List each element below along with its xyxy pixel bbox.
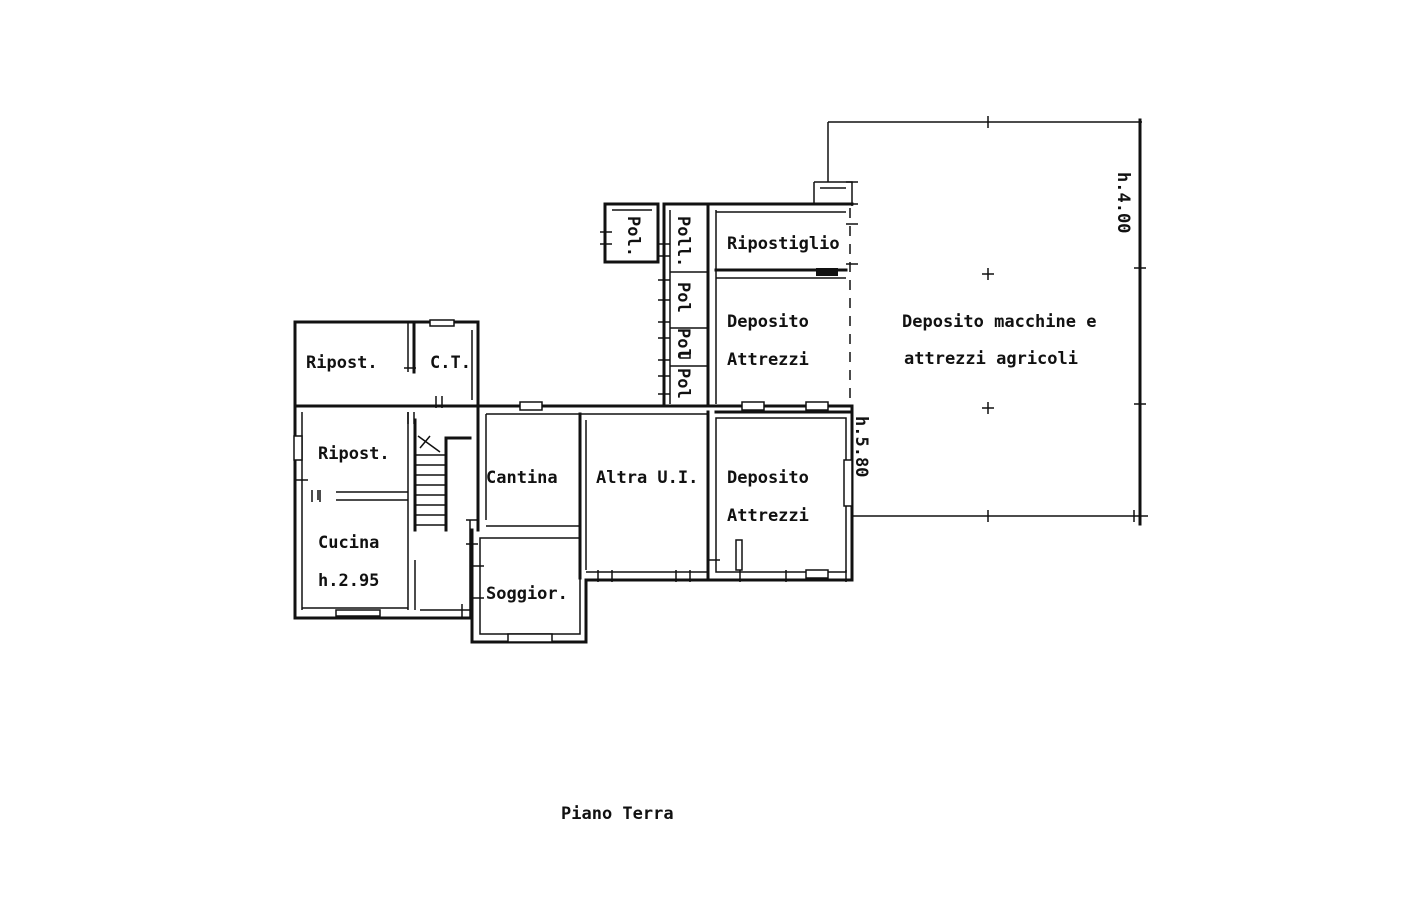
label-cucina-height: h.2.95 [318, 571, 379, 591]
central-walls [470, 404, 854, 644]
label-pol-1: Pol [673, 282, 693, 313]
label-ct: C.T. [430, 353, 471, 373]
label-ripostiglio: Ripostiglio [727, 234, 840, 254]
label-pol-small: Pol. [623, 216, 643, 257]
label-cucina: Cucina [318, 533, 379, 553]
room-labels: Ripost. C.T. Ripost. Cucina h.2.95 Canti… [306, 172, 1133, 604]
label-height-580: h.5.80 [851, 416, 871, 477]
label-deposito-2-line2: Attrezzi [727, 506, 809, 526]
label-pol-3: Pol [673, 368, 693, 399]
label-pol-2: Pol [673, 328, 693, 359]
machinery-shed-walls [813, 118, 1148, 526]
label-poll: Poll. [673, 216, 693, 267]
label-deposito-macchine-line1: Deposito macchine e [902, 312, 1096, 332]
label-height-400: h.4.00 [1113, 172, 1133, 233]
plan-title: Piano Terra [561, 804, 674, 824]
dimension-ticks [296, 116, 1146, 599]
windows [293, 268, 853, 643]
label-altra-ui: Altra U.I. [596, 468, 698, 488]
label-ripost-left: Ripost. [318, 444, 390, 464]
label-cantina: Cantina [486, 468, 558, 488]
label-deposito-macchine-line2: attrezzi agricoli [904, 349, 1078, 369]
label-deposito-2-line1: Deposito [727, 468, 809, 488]
label-soggiorno: Soggior. [486, 584, 568, 604]
residential-walls [293, 320, 854, 620]
label-deposito-1-line2: Attrezzi [727, 350, 809, 370]
label-ripost-top: Ripost. [306, 353, 378, 373]
label-deposito-1-line1: Deposito [727, 312, 809, 332]
